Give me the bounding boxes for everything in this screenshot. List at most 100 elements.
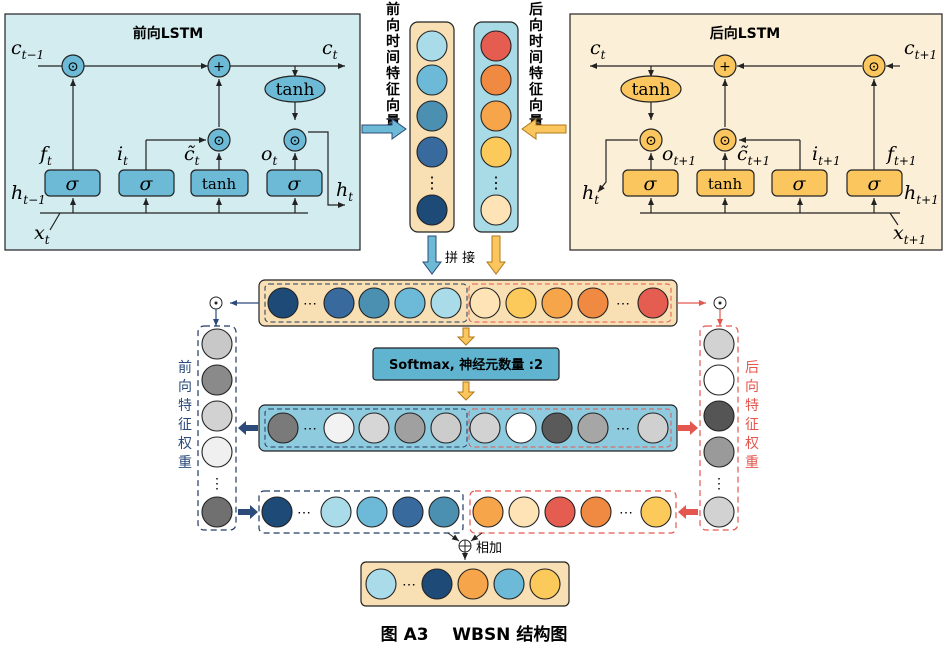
label-char: 特 — [529, 65, 543, 82]
label-char: 权 — [745, 436, 759, 452]
o-label: ot+1 — [662, 143, 696, 168]
vector-circle — [541, 287, 573, 319]
to-softmax-arrow — [456, 327, 476, 346]
input-gate: σ — [771, 169, 828, 197]
candidate-gate: tanh — [696, 169, 755, 197]
label-char: 重 — [745, 455, 759, 471]
forget-multiply-icon: ⊙ — [862, 54, 886, 78]
softmax-to-forward-arrow — [238, 421, 258, 435]
forward-weight-column: ⋮ — [197, 325, 237, 531]
vector-circle — [508, 496, 540, 528]
vector-circle — [505, 287, 537, 319]
backward-to-vector-arrow — [521, 118, 567, 140]
vector-circle — [493, 568, 525, 600]
svg-text:+: + — [719, 59, 731, 75]
h-out-label: ht — [336, 179, 353, 204]
label-char: 时 — [529, 33, 543, 50]
input-multiply-icon: ⊙ — [207, 128, 231, 152]
vector-circle — [469, 412, 501, 444]
forget-gate: σ — [44, 169, 101, 197]
dots-icon: ⋯ — [616, 296, 630, 312]
label-char: 后 — [745, 360, 759, 376]
label-char: 向 — [745, 379, 759, 395]
vector-circle — [541, 412, 573, 444]
label-char: 后 — [529, 1, 543, 18]
forward-time-feature-vector: ⋮ — [409, 21, 455, 233]
i-label: it+1 — [812, 143, 841, 168]
label-char: 特 — [386, 65, 400, 82]
svg-text:σ: σ — [644, 173, 658, 195]
forward-to-vector-arrow — [361, 118, 407, 140]
vector-circle — [365, 568, 397, 600]
vector-circle — [320, 496, 352, 528]
vector-circle — [323, 287, 355, 319]
forget-gate: σ — [846, 169, 903, 197]
c-out-label: ct — [590, 37, 606, 62]
label-char: 向 — [386, 97, 400, 114]
vector-circle — [580, 496, 612, 528]
input-gate: σ — [118, 169, 175, 197]
backward-time-feature-vector: ⋮ — [473, 21, 519, 233]
vector-circle — [428, 496, 460, 528]
output-gate: σ — [266, 169, 323, 197]
weighted-forward-vector: ⋯ — [258, 490, 464, 534]
forward-time-feature-label: 前向时间特征向量 — [386, 1, 400, 130]
vector-circle — [457, 568, 489, 600]
f-label: ft+1 — [885, 143, 917, 168]
feature-circle — [416, 136, 448, 168]
vector-circle — [267, 412, 299, 444]
label-char: 向 — [529, 97, 543, 114]
weight-circle — [201, 436, 233, 468]
vector-circle — [394, 287, 426, 319]
svg-text:⊙: ⊙ — [67, 59, 79, 75]
vector-circle — [430, 287, 462, 319]
label-char: 征 — [178, 417, 192, 433]
feature-circle — [416, 30, 448, 62]
vdots-icon: ⋮ — [210, 476, 224, 492]
label-char: 向 — [529, 17, 543, 34]
vector-circle — [267, 287, 299, 319]
h-out-label: ht — [582, 182, 599, 207]
svg-text:Softmax, 神经元数量 :2: Softmax, 神经元数量 :2 — [389, 357, 543, 373]
svg-text:+: + — [213, 59, 225, 75]
h-prev-label: ht−1 — [11, 182, 46, 207]
weight-circle — [703, 328, 735, 360]
label-char: 征 — [529, 81, 543, 98]
c-prev-label: ct−1 — [11, 37, 44, 62]
feature-circle — [416, 100, 448, 132]
feature-circle — [480, 136, 512, 168]
svg-text:⊙: ⊙ — [719, 133, 731, 149]
forward-concat-arrow — [422, 235, 442, 275]
forget-multiply-icon: ⊙ — [61, 54, 85, 78]
f-label: ft — [38, 143, 52, 168]
label-char: 前 — [386, 1, 400, 18]
vector-circle — [323, 412, 355, 444]
vdots-icon: ⋮ — [488, 173, 504, 192]
candidate-gate: tanh — [190, 169, 249, 197]
label-char: 特 — [178, 398, 192, 414]
vector-circle — [505, 412, 537, 444]
add-label: 相加 — [476, 541, 502, 556]
weight-circle — [703, 496, 735, 528]
svg-text:⊙: ⊙ — [868, 59, 880, 75]
forward-weight-apply-arrow — [238, 505, 258, 519]
dots-icon: ⋯ — [619, 505, 633, 521]
label-char: 特 — [745, 398, 759, 414]
vector-circle — [637, 412, 669, 444]
x-label: xt — [34, 222, 50, 247]
h-next-label: ht+1 — [904, 182, 939, 207]
vector-circle — [358, 287, 390, 319]
feature-circle — [480, 194, 512, 226]
vdots-icon: ⋮ — [712, 476, 726, 492]
feature-circle — [480, 64, 512, 96]
ctilde-label: c̃t+1 — [737, 143, 770, 168]
vector-circle — [640, 496, 672, 528]
svg-text:σ: σ — [288, 173, 302, 195]
dots-icon: ⋯ — [303, 296, 317, 312]
add-operator: 相加 — [447, 532, 502, 560]
feature-circle — [416, 194, 448, 226]
i-label: it — [117, 143, 128, 168]
weight-circle — [201, 328, 233, 360]
backward-weight-branch — [677, 296, 727, 326]
